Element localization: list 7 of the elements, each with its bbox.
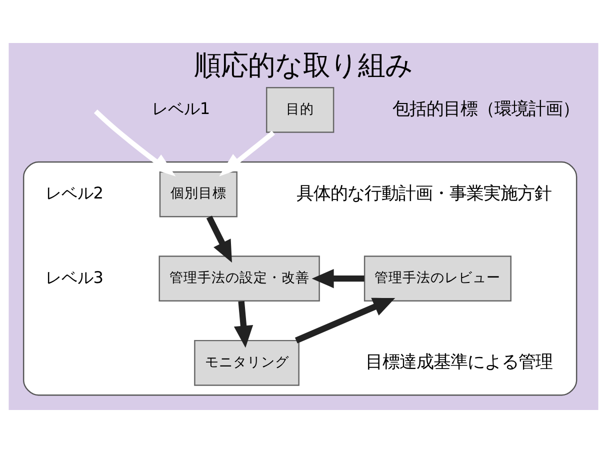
diagram-title: 順応的な取り組み bbox=[194, 50, 413, 82]
label: 具体的な行動計画・事業実施方針 bbox=[296, 183, 552, 204]
label: レベル1 bbox=[152, 98, 210, 118]
label: 包括的目標（環境計画） bbox=[392, 99, 580, 120]
label: 目標達成基準による管理 bbox=[365, 352, 552, 372]
label: レベル2 bbox=[45, 182, 104, 202]
label: レベル3 bbox=[45, 267, 104, 286]
